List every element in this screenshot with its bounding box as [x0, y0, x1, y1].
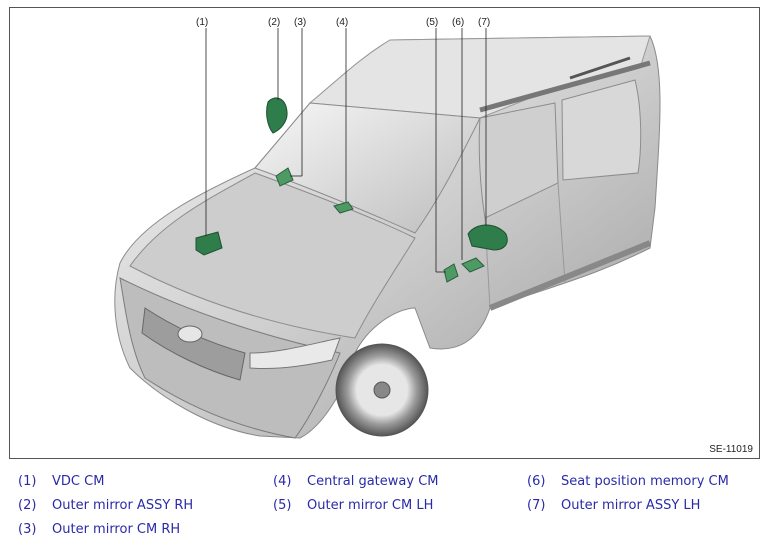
central-gateway-cm — [333, 201, 354, 214]
legend: (1) VDC CM (2) Outer mirror ASSY RH (3) Out… — [0, 470, 772, 546]
vdc-cm — [195, 231, 223, 256]
legend-label: Central gateway CM — [307, 474, 439, 489]
seat-position-memory-cm — [461, 257, 485, 273]
legend-number: (6) — [527, 474, 546, 489]
legend-number: (7) — [527, 498, 546, 513]
outer-mirror-cm-rh — [275, 167, 294, 187]
callout-3: (3) — [294, 17, 306, 28]
roof-rail — [569, 56, 631, 80]
legend-label: Outer mirror ASSY RH — [52, 498, 194, 513]
callout-7: (7) — [478, 17, 490, 28]
legend-number: (2) — [18, 498, 37, 513]
figure-id: SE-11019 — [709, 444, 753, 455]
front-wheel-hub — [373, 381, 391, 399]
windshield — [254, 102, 481, 234]
door-line — [557, 182, 566, 284]
callout-1: (1) — [196, 17, 208, 28]
callout-4: (4) — [336, 17, 348, 28]
callout-2: (2) — [268, 17, 280, 28]
outer-mirror-cm-lh — [443, 263, 459, 283]
roof-rail — [479, 60, 651, 113]
legend-item: (1) VDC CM — [18, 474, 104, 489]
outer-mirror-assy-lh — [467, 224, 508, 251]
legend-item: (7) Outer mirror ASSY LH — [527, 498, 700, 513]
legend-number: (1) — [18, 474, 37, 489]
callout-6: (6) — [452, 17, 464, 28]
front-side-window — [478, 102, 559, 219]
headlamp-rh — [249, 337, 341, 370]
legend-number: (3) — [18, 522, 37, 537]
legend-item: (5) Outer mirror CM LH — [273, 498, 433, 513]
legend-label: Seat position memory CM — [561, 474, 729, 489]
legend-number: (4) — [273, 474, 292, 489]
vehicle-diagram: (1) (2) (3) (4) (5) (6) (7) — [114, 17, 661, 439]
legend-label: Outer mirror ASSY LH — [561, 498, 701, 513]
emblem — [177, 325, 203, 343]
legend-item: (4) Central gateway CM — [273, 474, 439, 489]
legend-label: VDC CM — [52, 474, 105, 489]
legend-label: Outer mirror CM RH — [52, 522, 181, 537]
legend-label: Outer mirror CM LH — [307, 498, 434, 513]
outer-mirror-assy-rh — [266, 97, 288, 134]
figure-frame: (1) (2) (3) (4) (5) (6) (7) SE-11019 — [9, 7, 760, 459]
side-sill — [488, 240, 652, 311]
hood — [129, 172, 416, 339]
callout-5: (5) — [426, 17, 438, 28]
grille — [141, 307, 246, 381]
legend-item: (2) Outer mirror ASSY RH — [18, 498, 193, 513]
legend-item: (6) Seat position memory CM — [527, 474, 729, 489]
legend-item: (3) Outer mirror CM RH — [18, 522, 180, 537]
rear-side-window — [561, 79, 642, 181]
legend-number: (5) — [273, 498, 292, 513]
leader-lines — [205, 28, 487, 273]
